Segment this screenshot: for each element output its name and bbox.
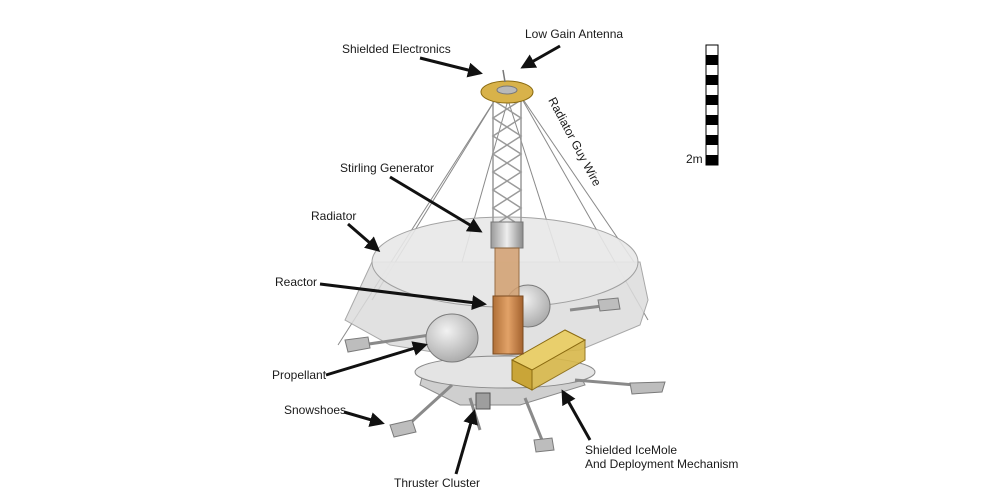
scale-bar-segment [706, 135, 718, 145]
label-propellant: Propellant [272, 368, 327, 382]
label-low-gain-antenna: Low Gain Antenna [525, 27, 623, 41]
scale-bar-segment [706, 115, 718, 125]
arrow-icemole [561, 389, 592, 441]
scale-bar-segment [706, 95, 718, 105]
scale-bar [705, 44, 719, 166]
callout-arrows [319, 44, 592, 475]
arrow-stirling-generator [389, 175, 483, 233]
arrow-radiator [347, 222, 381, 252]
propellant-tank-left [425, 313, 479, 363]
arrow-snowshoes [343, 410, 385, 427]
reactor [492, 295, 524, 355]
label-stirling-generator: Stirling Generator [340, 161, 434, 175]
label-radiator: Radiator [311, 209, 356, 223]
low-gain-antenna-mast [502, 69, 506, 83]
scale-bar-segment [706, 55, 718, 65]
thruster-cluster [475, 392, 491, 410]
label-icemole-line2: And Deployment Mechanism [585, 457, 738, 471]
arrow-low-gain-antenna [520, 44, 561, 69]
arrow-shielded-electronics [419, 56, 483, 78]
label-icemole-line1: Shielded IceMole [585, 443, 677, 457]
snowshoe-feet [344, 297, 666, 453]
label-reactor: Reactor [275, 275, 317, 289]
label-snowshoes: Snowshoes [284, 403, 346, 417]
scale-bar-segment [706, 155, 718, 165]
reactor-column [494, 247, 520, 299]
icemole-box [510, 329, 587, 391]
scale-bar-segment [706, 75, 718, 85]
arrow-thruster-cluster [454, 409, 478, 475]
scale-bar-label: 2m [686, 152, 703, 166]
stirling-generator [490, 221, 524, 249]
arrow-reactor [319, 282, 487, 310]
label-shielded-electronics: Shielded Electronics [342, 42, 451, 56]
label-thruster-cluster: Thruster Cluster [394, 476, 480, 490]
arrow-propellant [325, 341, 428, 377]
tower-truss [491, 99, 523, 231]
shielded-electronics-core [496, 85, 518, 95]
